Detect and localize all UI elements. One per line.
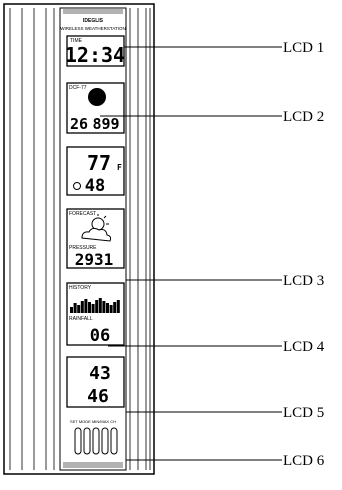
date-readout: 899 — [92, 115, 119, 133]
callout-lines — [100, 46, 282, 461]
history-bar — [77, 305, 81, 313]
history-bar — [91, 304, 95, 313]
forecast-label: FORECAST — [69, 211, 96, 217]
lcd-2-date: DCF-77 26 899 — [66, 82, 125, 134]
lcd-3-indoor: 77 F 48 — [66, 146, 125, 196]
day-readout: 26 — [70, 115, 88, 133]
callout-lcd-5: LCD 5 — [283, 405, 324, 421]
callout-lcd-6: LCD 6 — [283, 453, 325, 469]
temp-unit: F — [117, 163, 122, 172]
history-bar — [106, 303, 109, 313]
history-bar — [80, 301, 84, 313]
callout-lcd-4: LCD 4 — [283, 339, 325, 355]
button-1[interactable] — [74, 427, 82, 455]
lcd-5-history: HISTORY RAINFALL 06 — [66, 282, 125, 346]
subtitle-text: WIRELESS WEATHERSTATION — [60, 26, 126, 31]
button-2[interactable] — [83, 427, 91, 455]
history-bar — [95, 300, 99, 313]
control-buttons[interactable] — [74, 427, 118, 455]
bottom-grill — [63, 462, 123, 468]
rain-label: RAINFALL — [69, 316, 93, 322]
time-readout: 12:34 — [65, 43, 125, 67]
lcd-1-time: TIME 12:34 — [65, 35, 125, 67]
lcd-2-label: DCF-77 — [69, 85, 87, 91]
moon-phase-icon — [88, 88, 106, 106]
right-ribs — [129, 8, 151, 470]
history-bar — [84, 299, 88, 313]
pressure-label: PRESSURE — [69, 245, 97, 251]
history-bar — [73, 303, 77, 313]
history-bar — [88, 302, 91, 313]
lcd-4-forecast: FORECAST PRESSURE 2931 — [66, 208, 125, 269]
temp-out-readout: 43 — [89, 363, 111, 384]
rain-readout: 06 — [90, 326, 110, 346]
humidity-out-readout: 46 — [87, 386, 109, 407]
history-label: HISTORY — [69, 285, 92, 291]
button-4[interactable] — [101, 427, 109, 455]
history-bar — [102, 301, 106, 313]
button-5[interactable] — [110, 427, 118, 455]
history-bar — [109, 305, 113, 313]
sun-cloud-icon — [81, 214, 112, 242]
left-ribs — [9, 8, 55, 470]
buttons-label: SET MODE MIN/MAX CH — [70, 419, 116, 424]
comfort-icon — [73, 182, 81, 190]
lcd-1-label: TIME — [70, 38, 83, 44]
history-bar-graph — [70, 298, 120, 313]
callout-lcd-1: LCD 1 — [283, 40, 324, 56]
temp-in-readout: 77 — [87, 151, 111, 175]
humidity-in-readout: 48 — [85, 176, 105, 196]
callout-lcd-2: LCD 2 — [283, 109, 324, 125]
pressure-readout: 2931 — [75, 250, 114, 269]
brand-text: IDEGLIS — [83, 18, 104, 24]
history-bar — [70, 307, 73, 313]
button-3[interactable] — [92, 427, 100, 455]
history-bar — [113, 302, 117, 313]
lcd-6-outdoor: 43 46 — [66, 356, 125, 408]
top-grill — [63, 9, 123, 14]
history-bar — [116, 300, 120, 313]
history-bar — [98, 298, 102, 313]
callout-lcd-3: LCD 3 — [283, 273, 324, 289]
